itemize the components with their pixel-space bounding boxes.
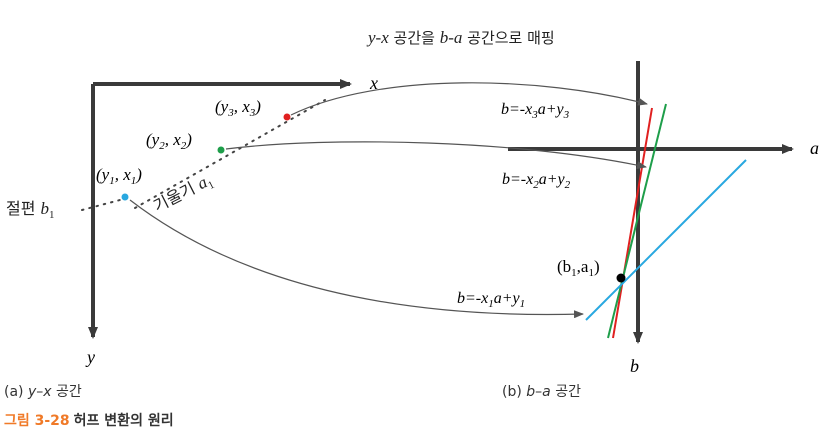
point-label-1: (y1, x1) bbox=[96, 165, 142, 187]
figure-title: 허프 변환의 원리 bbox=[73, 413, 174, 429]
mapping-arrow-1 bbox=[129, 199, 584, 319]
line-green bbox=[607, 103, 667, 339]
point-y2-x2 bbox=[217, 146, 225, 154]
equation-line-3: b=-x3a+y3 bbox=[501, 101, 570, 121]
intersection-point bbox=[616, 273, 626, 283]
yx-y-axis-label: y bbox=[85, 347, 95, 367]
equation-line-1: b=-x1a+y1 bbox=[457, 290, 525, 310]
caption-ba-space: (b) b–a 공간 bbox=[502, 384, 581, 400]
diagram-title: y-x 공간을 b-a 공간으로 매핑 bbox=[366, 28, 555, 47]
intercept-dotted-line bbox=[81, 199, 121, 211]
yx-x-axis-label: x bbox=[369, 73, 378, 93]
mapping-arrow-2 bbox=[225, 141, 647, 170]
intercept-label: 절편 b1 bbox=[6, 199, 55, 221]
ba-axes bbox=[508, 61, 794, 344]
ba-a-axis-label: a bbox=[810, 138, 819, 158]
point-label-3: (y3, x3) bbox=[215, 97, 261, 119]
equation-line-2: b=-x2a+y2 bbox=[502, 171, 571, 191]
ba-b-axis-label: b bbox=[630, 356, 639, 376]
line-red bbox=[612, 107, 653, 339]
yx-axes bbox=[88, 79, 352, 339]
slope-dotted-line bbox=[134, 99, 326, 209]
slope-label: 기울기 a1 bbox=[150, 170, 216, 218]
point-label-2: (y2, x2) bbox=[146, 130, 192, 152]
point-y3-x3 bbox=[283, 113, 291, 121]
point-y1-x1 bbox=[121, 193, 129, 201]
line-blue bbox=[585, 159, 747, 321]
caption-yx-space: (a) y–x 공간 bbox=[4, 384, 82, 400]
figure-number: 그림 3-28 bbox=[4, 413, 70, 429]
mapping-arrow-3 bbox=[290, 82, 648, 116]
intersection-label: (b1,a1) bbox=[557, 257, 600, 279]
